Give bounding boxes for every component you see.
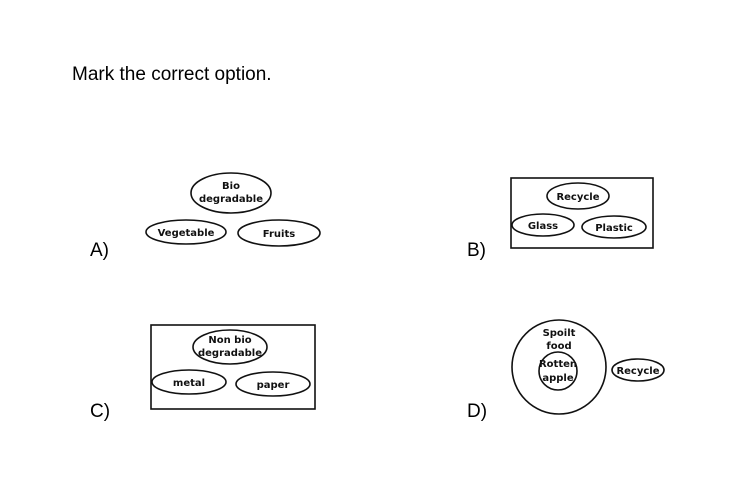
option-b-right-ellipse <box>581 215 647 239</box>
option-b-box <box>510 177 654 249</box>
option-c-box <box>150 324 316 410</box>
option-a-right-ellipse <box>237 219 321 247</box>
option-b-left-ellipse <box>511 213 575 237</box>
option-c-top-ellipse <box>192 329 268 365</box>
option-d-outer-text-2: food <box>546 341 571 352</box>
option-a-left-ellipse <box>145 219 227 245</box>
question-text: Mark the correct option. <box>72 64 272 85</box>
option-a-top-text-1: Bio <box>222 181 240 192</box>
option-c-top-text-2: degradable <box>198 348 262 359</box>
option-b-top-ellipse <box>546 182 610 210</box>
option-d-label[interactable]: D) <box>467 401 488 422</box>
option-d-outer-circle <box>511 319 607 415</box>
option-c-left-ellipse <box>151 369 227 395</box>
option-a-left-text: Vegetable <box>158 228 215 239</box>
option-d-inner-circle <box>538 351 578 391</box>
option-a-label[interactable]: A) <box>90 240 109 261</box>
option-b-label[interactable]: B) <box>467 240 486 261</box>
option-b-left-text: Glass <box>528 221 558 232</box>
option-b-right-text: Plastic <box>595 223 633 234</box>
option-d-outer-text-1: Spoilt <box>543 328 576 339</box>
option-d-inner-text-1: Rotten <box>539 359 577 370</box>
option-a-top-ellipse <box>190 172 272 214</box>
option-d-right-text: Recycle <box>616 366 659 377</box>
option-d-right-ellipse <box>611 358 665 382</box>
option-b-top-text: Recycle <box>556 192 599 203</box>
option-a-top-text-2: degradable <box>199 194 263 205</box>
option-a-right-text: Fruits <box>263 229 295 240</box>
option-c-top-text-1: Non bio <box>208 335 251 346</box>
option-c-right-text: paper <box>257 380 290 391</box>
option-d-inner-text-2: apple <box>542 373 573 384</box>
option-c-left-text: metal <box>173 378 205 389</box>
option-c-right-ellipse <box>235 371 311 397</box>
option-c-label[interactable]: C) <box>90 401 111 422</box>
